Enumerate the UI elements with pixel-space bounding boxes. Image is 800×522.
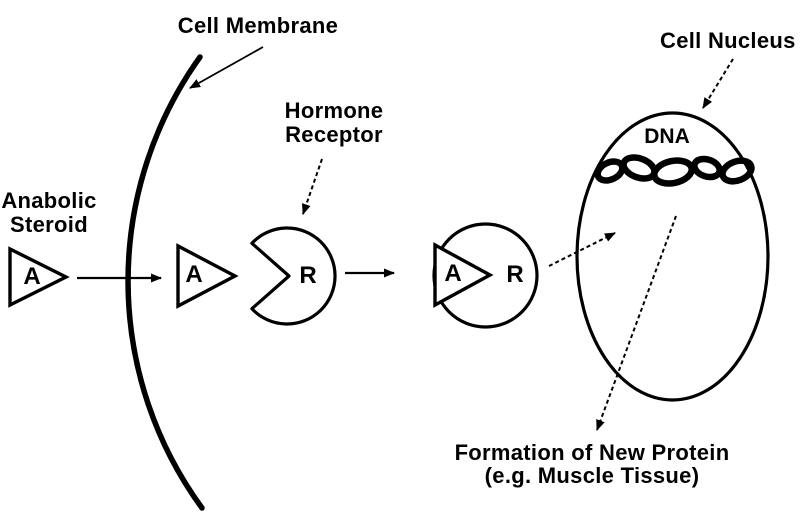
label-dna: DNA xyxy=(644,125,690,149)
cell-nucleus-pointer-arrow xyxy=(702,58,734,109)
label-hormone-receptor-line1: Hormone xyxy=(284,98,384,123)
dna-loop xyxy=(651,157,695,187)
dna-loop xyxy=(691,155,723,181)
label-protein-formation-line1: Formation of New Protein xyxy=(454,440,730,465)
protein-formation-arrow xyxy=(596,215,677,431)
label-cell-membrane: Cell Membrane xyxy=(178,14,338,38)
complex-receptor-letter: R xyxy=(506,261,524,288)
receptor-letter: R xyxy=(299,262,317,289)
label-cell-nucleus-text: Cell Nucleus xyxy=(660,28,796,53)
label-cell-nucleus: Cell Nucleus xyxy=(660,29,796,53)
hormone-receptor-pointer-arrow xyxy=(302,158,323,215)
steroid-letter-outside: A xyxy=(23,263,41,290)
steroid-triangle-outside xyxy=(8,246,70,308)
label-anabolic-steroid-line2: Steroid xyxy=(10,212,88,237)
label-hormone-receptor: Hormone Receptor xyxy=(285,99,384,147)
dna-loop xyxy=(719,157,755,185)
label-protein-formation-line2: (e.g. Muscle Tissue) xyxy=(484,462,700,488)
cell-membrane-arc xyxy=(125,54,205,511)
label-hormone-receptor-line2: Receptor xyxy=(285,122,383,147)
label-anabolic-steroid: Anabolic Steroid xyxy=(1,189,96,237)
label-cell-membrane-text: Cell Membrane xyxy=(177,13,339,38)
steroid-triangle-inside xyxy=(176,243,239,309)
label-dna-text: DNA xyxy=(644,125,690,148)
hormone-receptor-shape xyxy=(250,226,337,326)
complex-steroid-letter: A xyxy=(444,260,462,287)
label-protein-formation: Formation of New Protein (e.g. Muscle Ti… xyxy=(454,440,730,488)
complex-triangle xyxy=(433,242,494,308)
steroid-letter-inside: A xyxy=(185,261,203,288)
cell-nucleus-ellipse xyxy=(575,111,770,402)
dna-helix-icon xyxy=(594,154,755,187)
cell-membrane-pointer-arrow xyxy=(189,46,264,89)
complex-to-nucleus-arrow xyxy=(548,232,616,267)
label-anabolic-steroid-line1: Anabolic xyxy=(1,188,97,213)
